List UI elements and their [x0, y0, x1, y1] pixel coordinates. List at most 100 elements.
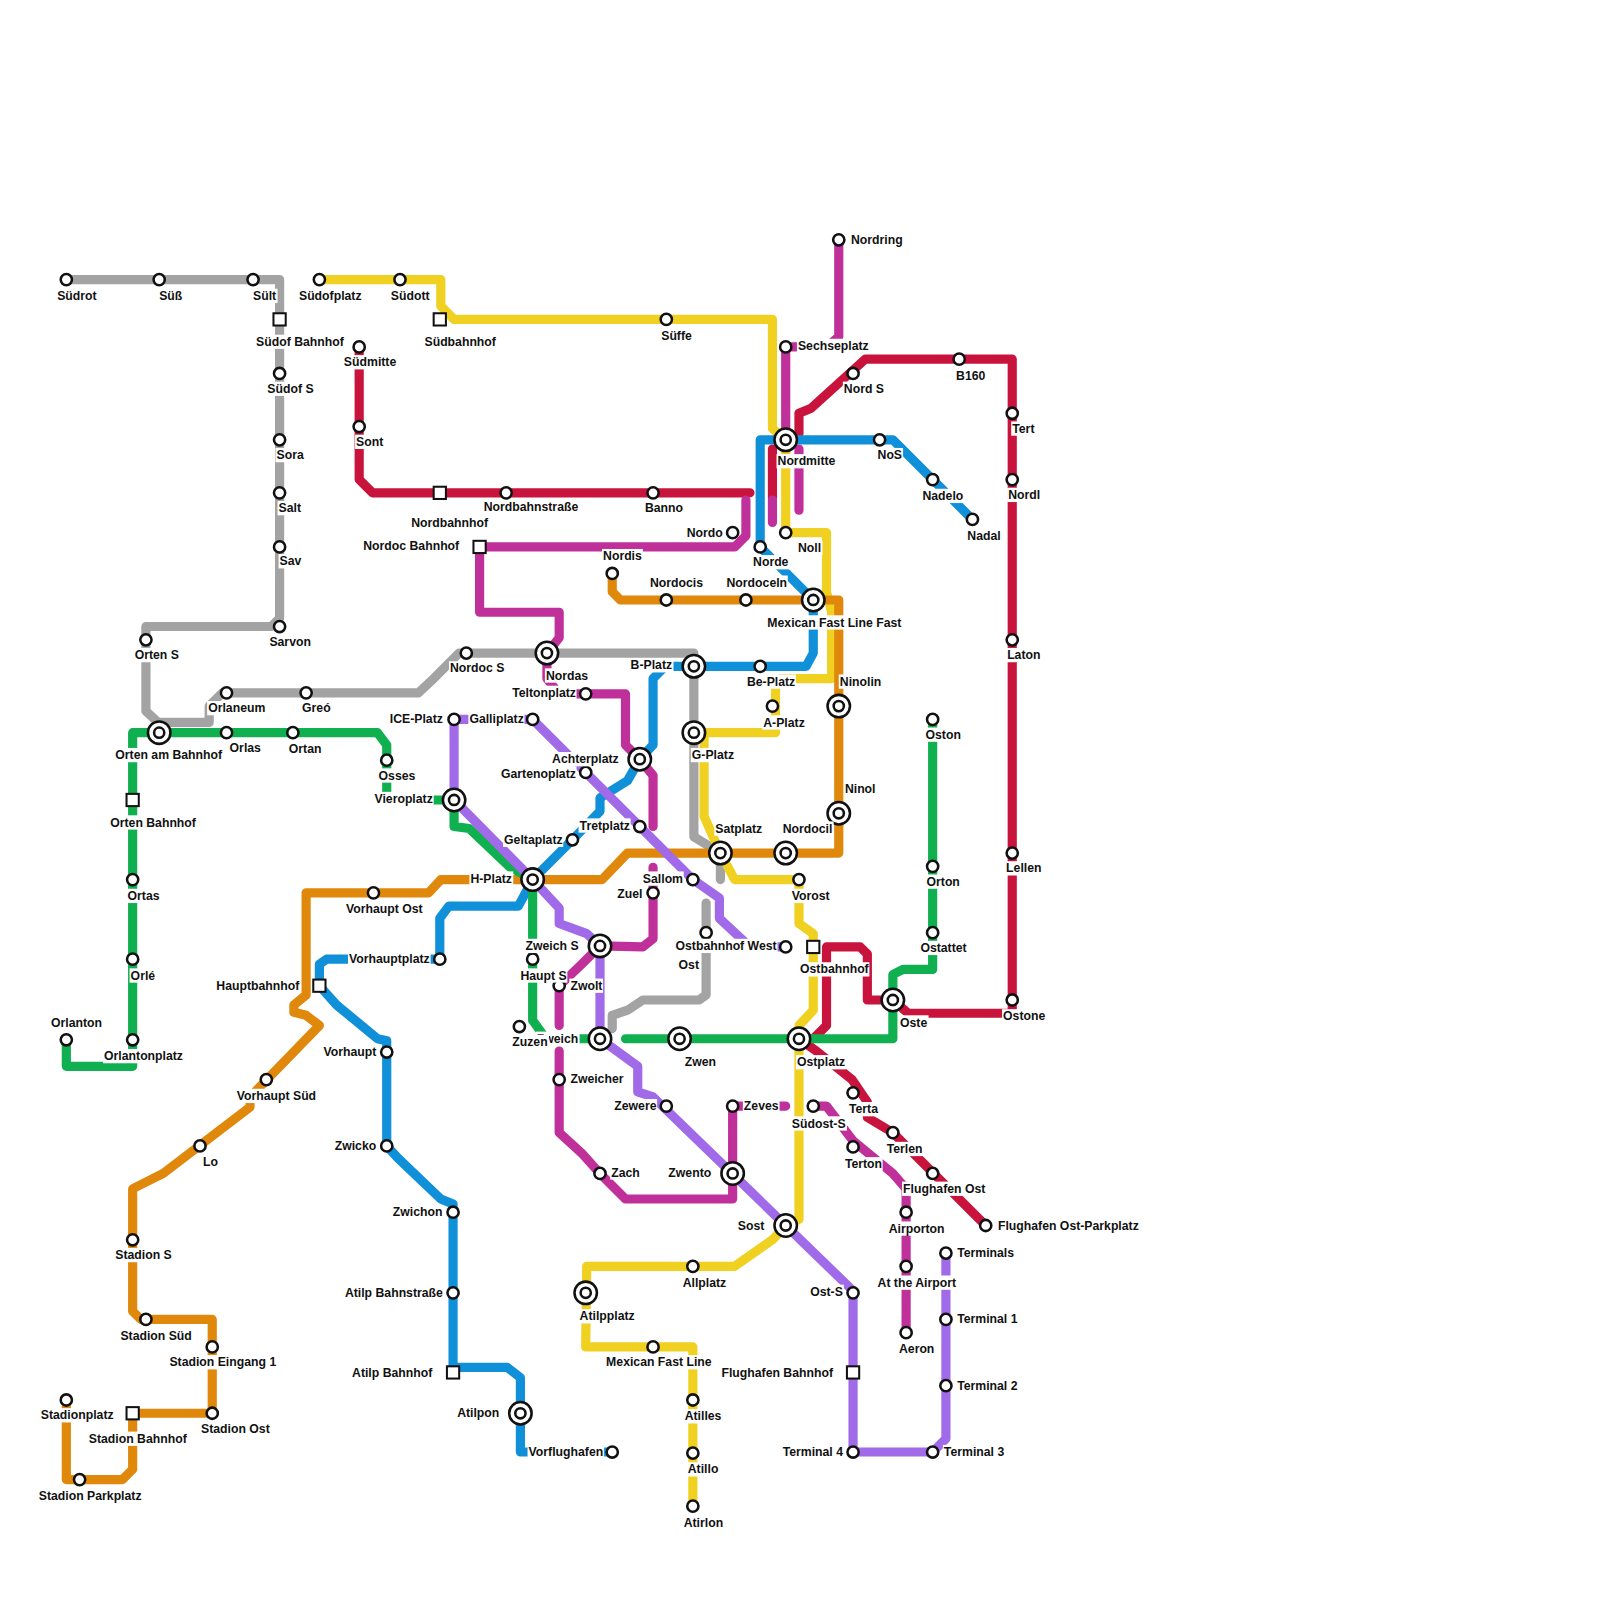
interchange-core: [715, 848, 725, 858]
station-label: Geltaplatz: [503, 833, 564, 847]
interchange-core: [808, 595, 818, 605]
metro-line: [359, 347, 750, 493]
station-dot: [354, 421, 365, 432]
station-dot: [661, 1101, 672, 1112]
station-dot: [967, 514, 978, 525]
station-label: Terminal 3: [943, 1445, 1005, 1459]
station-dot: [354, 341, 365, 352]
interchange-core: [595, 1034, 605, 1044]
station-dot: [847, 1287, 858, 1298]
station-label: Flughafen Bahnhof: [720, 1365, 834, 1379]
station-label: Orlantonplatz: [103, 1049, 184, 1063]
station-dot: [448, 714, 459, 725]
station-label: Südofplatz: [298, 289, 363, 303]
station-dot: [207, 1341, 218, 1352]
station-dot: [434, 954, 445, 965]
metro-line: [454, 800, 946, 1452]
station-dot: [780, 941, 791, 952]
station-label: Nordring: [850, 233, 904, 247]
station-dot: [368, 887, 379, 898]
station-label: Oston: [924, 728, 961, 742]
station-dot: [755, 541, 766, 552]
station-label: Ortas: [127, 889, 161, 903]
station-label: Be-Platz: [746, 674, 796, 688]
interchange-ring: [443, 789, 465, 811]
station-dot: [808, 1101, 819, 1112]
station-label: Terton: [844, 1157, 883, 1171]
station-dot: [527, 714, 538, 725]
station-dot: [687, 1500, 698, 1511]
interchange-ring: [709, 842, 731, 864]
station-label: Zwolt: [569, 979, 603, 993]
station-dot: [274, 621, 285, 632]
station-label: A-Platz: [762, 715, 806, 729]
interchange-core: [689, 728, 699, 738]
station-label: Vorost: [791, 889, 831, 903]
station-label: Süß: [158, 289, 183, 303]
metro-line: [319, 440, 972, 1452]
station-label: Allplatz: [682, 1276, 728, 1290]
interchange-ring: [774, 1214, 796, 1236]
station-dot: [127, 1034, 138, 1045]
station-label: Zuel: [616, 887, 643, 901]
station-dot: [954, 354, 965, 365]
station-dot: [527, 954, 538, 965]
station-dot: [901, 1207, 912, 1218]
station-label: Vorhaupt Ost: [345, 902, 424, 916]
station-label: Stadion Bahnhof: [88, 1432, 188, 1446]
station-label: Zweicher: [569, 1071, 624, 1085]
station-dot: [647, 487, 658, 498]
station-dot: [727, 1101, 738, 1112]
station-dot: [140, 1314, 151, 1325]
interchange-core: [728, 1168, 738, 1178]
station-dot: [940, 1314, 951, 1325]
interchange-ring: [774, 429, 796, 451]
station-dot: [687, 874, 698, 885]
station-dot: [247, 274, 258, 285]
interchange-core: [794, 1034, 804, 1044]
station-dot: [1007, 847, 1018, 858]
station-dot: [447, 1207, 458, 1218]
station-label: Terminal 2: [956, 1379, 1018, 1393]
station-label: Terta: [848, 1102, 879, 1116]
station-label: Sült: [252, 289, 277, 303]
station-dot: [647, 1341, 658, 1352]
station-label: Galliplatz: [468, 712, 524, 726]
station-label: Süffe: [660, 329, 693, 343]
interchange-ring: [683, 655, 705, 677]
station-dot: [607, 1446, 618, 1457]
station-label: Haupt S: [519, 968, 567, 982]
station-dot: [74, 1474, 85, 1485]
station-label: Tretplatz: [579, 818, 631, 832]
station-label: Stadion Ost: [200, 1421, 271, 1435]
station-label: Noll: [797, 541, 822, 555]
station-label: Ninolin: [839, 674, 883, 688]
interchange-ring: [629, 748, 651, 770]
terminal-square: [273, 313, 285, 325]
interchange-core: [834, 808, 844, 818]
station-label: Nadelo: [921, 489, 964, 503]
station-label: Stadion S: [114, 1248, 173, 1262]
station-dot: [394, 274, 405, 285]
terminal-square: [447, 1366, 459, 1378]
station-label: Nordocis: [649, 576, 704, 590]
metro-line: [66, 733, 600, 1067]
station-label: Nordis: [602, 549, 643, 563]
station-label: Atilpon: [456, 1406, 500, 1420]
station-label: Ostone: [1002, 1009, 1046, 1023]
station-dot: [127, 954, 138, 965]
station-label: Airporton: [888, 1221, 946, 1235]
station-label: Terminal 4: [782, 1445, 844, 1459]
metro-line: [559, 1051, 786, 1199]
metro-line: [612, 903, 706, 1029]
station-label: Stadion Süd: [119, 1329, 192, 1343]
station-label: Zwichon: [392, 1205, 444, 1219]
interchange-core: [528, 874, 538, 884]
station-label: Salt: [278, 501, 303, 515]
station-dot: [221, 687, 232, 698]
station-label: Stadion Eingang 1: [168, 1355, 277, 1369]
station-dot: [274, 434, 285, 445]
station-dot: [687, 1394, 698, 1405]
